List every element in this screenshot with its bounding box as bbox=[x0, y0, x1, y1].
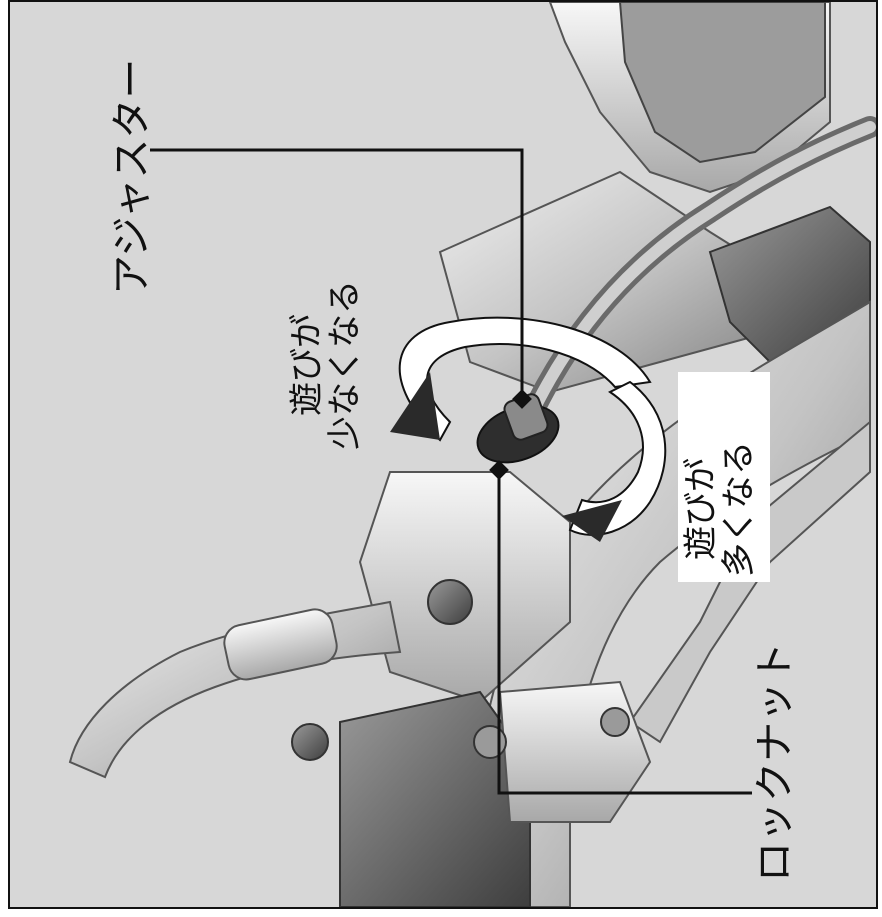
label-less-play-line2: 少なくなる bbox=[326, 280, 364, 450]
label-more-play-line1: 遊びが bbox=[682, 441, 720, 577]
clamp-bolt-2 bbox=[601, 708, 629, 736]
clamp-bolt-1 bbox=[474, 726, 506, 758]
label-less-play: 遊びが 少なくなる bbox=[288, 280, 364, 450]
label-locknut: ロックナット bbox=[755, 642, 795, 882]
lever-tip-ball bbox=[292, 724, 328, 760]
label-more-play-line2: 多くなる bbox=[720, 441, 758, 577]
label-less-play-line1: 遊びが bbox=[288, 280, 326, 450]
diagram-frame: アジャスター ロックナット 遊びが 少なくなる 遊びが 多くなる bbox=[8, 0, 878, 909]
pivot-bolt bbox=[428, 580, 472, 624]
label-more-play: 遊びが 多くなる bbox=[682, 441, 758, 577]
label-adjuster: アジャスター bbox=[112, 59, 152, 295]
